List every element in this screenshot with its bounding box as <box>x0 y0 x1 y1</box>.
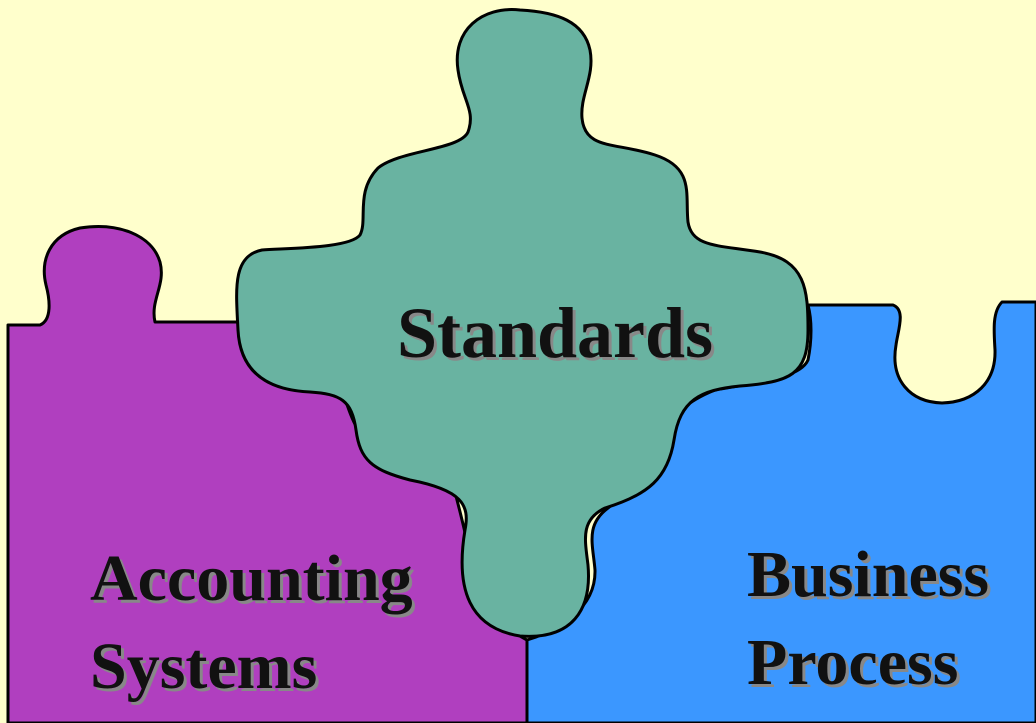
standards-label: Standards <box>397 293 713 373</box>
accounting-label-line1-shadow: Accounting <box>93 545 416 618</box>
accounting-label-line1: Accounting <box>90 542 413 615</box>
accounting-label-line2-shadow: Systems <box>93 633 320 706</box>
standards-piece <box>235 8 810 638</box>
business-label-line1-shadow: Business <box>750 541 992 614</box>
business-label-line2-shadow: Process <box>750 629 961 702</box>
accounting-label-line2: Systems <box>90 630 317 703</box>
business-label-line1: Business <box>747 538 989 611</box>
standards-label-shadow: Standards <box>400 296 716 376</box>
business-label-line2: Process <box>747 626 958 699</box>
